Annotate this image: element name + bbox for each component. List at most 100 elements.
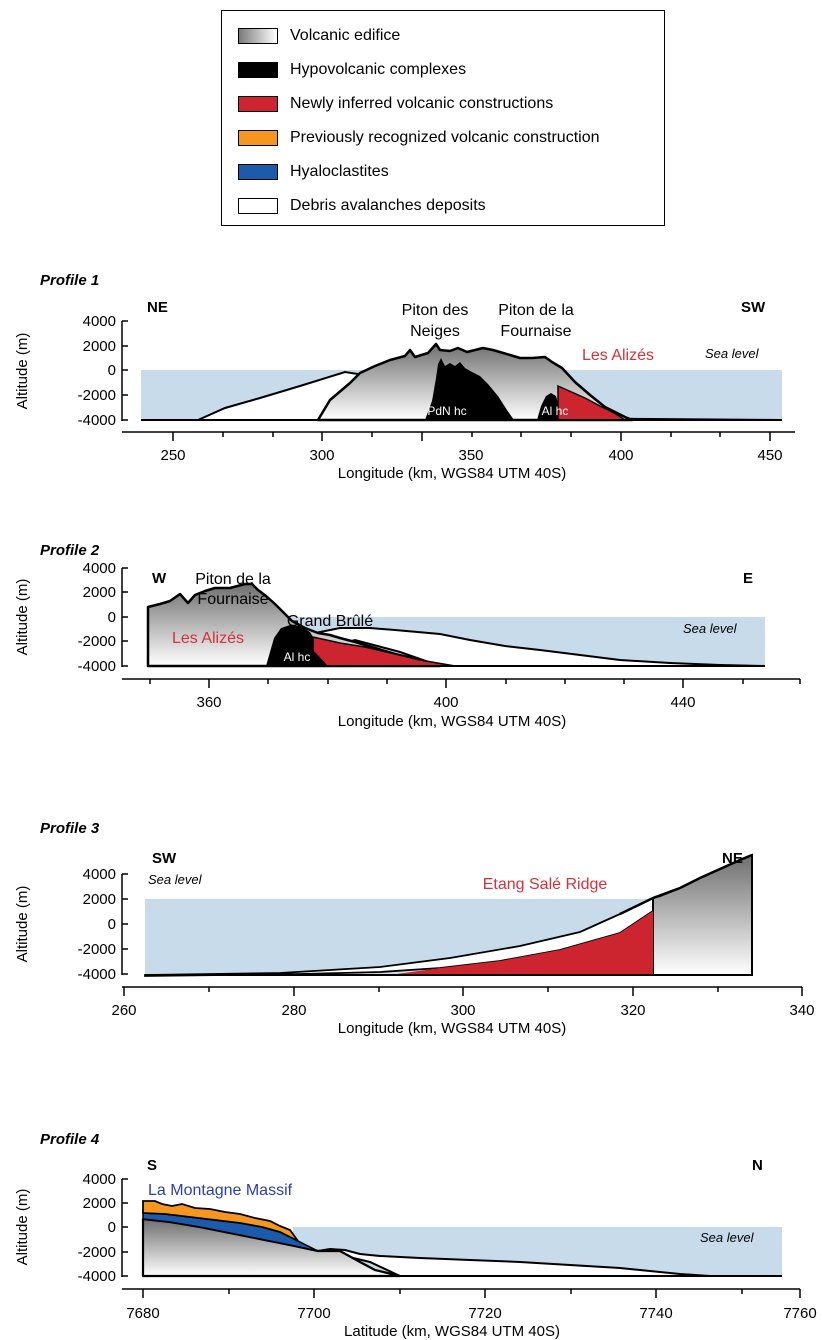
x-tick: 7720: [468, 1305, 501, 1322]
profile-title: Profile 4: [40, 1131, 100, 1148]
profile-4: Profile 4 La Montagne Massif Sea level S…: [14, 1131, 817, 1340]
y-tick: -2000: [78, 633, 116, 650]
y-tick-labels: 4000 2000 0 -2000 -4000: [78, 313, 128, 429]
x-tick: 450: [757, 447, 782, 464]
y-tick: 0: [108, 1219, 116, 1236]
legend-label: Hypovolcanic complexes: [290, 61, 467, 78]
y-tick: 4000: [83, 560, 116, 577]
new-constructions-swatch: [238, 96, 278, 112]
etang-sale-ridge: [390, 911, 653, 975]
x-tick: 400: [608, 447, 633, 464]
legend: Volcanic edifice Hypovolcanic complexes …: [221, 10, 665, 226]
y-tick: -4000: [78, 412, 116, 429]
legend-label: Hyaloclastites: [290, 163, 389, 180]
direction-right: E: [743, 570, 753, 587]
profile-2: Profile 2 Al hc Piton de la Fournaise Gr…: [14, 542, 801, 730]
legend-label: Volcanic edifice: [290, 27, 401, 44]
volcanic-edifice: [146, 582, 442, 668]
y-tick: -4000: [78, 966, 116, 983]
y-tick: 0: [108, 362, 116, 379]
x-ticks: [172, 432, 771, 441]
x-tick: 340: [789, 1002, 814, 1019]
piton-des-neiges-line2: Neiges: [410, 323, 460, 340]
x-axis-label: Longitude (km, WGS84 UTM 40S): [338, 1020, 566, 1037]
debris-deposit: [317, 1247, 782, 1277]
x-tick: 400: [433, 694, 458, 711]
x-tick-labels: 7680 7700 7720 7740 7760: [126, 1305, 816, 1322]
profile-title: Profile 3: [40, 820, 100, 837]
legend-label: Previously recognized volcanic construct…: [290, 129, 600, 146]
previous-construction-swatch: [238, 130, 278, 146]
sea-level-label: Sea level: [683, 621, 738, 636]
les-alizes-label: Les Alizés: [582, 347, 654, 364]
direction-left: W: [152, 570, 167, 587]
x-tick: 7680: [126, 1305, 159, 1322]
y-tick: 2000: [83, 338, 116, 355]
y-tick: -4000: [78, 1268, 116, 1285]
edifice-outline: [619, 853, 753, 916]
direction-right: N: [752, 1157, 763, 1174]
y-tick: 2000: [83, 584, 116, 601]
y-tick: 2000: [83, 1195, 116, 1212]
direction-left: SW: [152, 850, 177, 867]
sea-level-label: Sea level: [700, 1230, 755, 1245]
grand-brule-label: Grand Brûlé: [287, 613, 373, 630]
piton-fournaise-line2: Fournaise: [500, 323, 571, 340]
la-montagne-construction: [142, 1200, 299, 1242]
piton-fournaise-line1: Piton de la: [195, 571, 271, 588]
x-tick: 300: [309, 447, 334, 464]
x-tick: 320: [620, 1002, 645, 1019]
pdn-hypovolcanic-complex: [425, 358, 514, 420]
y-tick: 4000: [83, 313, 116, 330]
profile-title: Profile 1: [40, 272, 99, 289]
debris-deposit: [303, 627, 766, 667]
y-tick-labels: 4000 2000 0 -2000 -4000: [78, 866, 128, 983]
sea-level-label: Sea level: [148, 872, 203, 887]
legend-label: Debris avalanches deposits: [290, 197, 486, 214]
al-hypovolcanic-complex: [537, 393, 558, 420]
piton-fournaise-line1: Piton de la: [498, 302, 574, 319]
x-tick: 7700: [297, 1305, 330, 1322]
y-tick: 4000: [83, 1171, 116, 1188]
profile-title: Profile 2: [40, 542, 100, 559]
x-axis-label: Longitude (km, WGS84 UTM 40S): [338, 465, 566, 482]
hypovolcanic-swatch: [238, 62, 278, 78]
direction-left: S: [147, 1157, 157, 1174]
volcanic-edifice-swatch: [238, 28, 278, 44]
x-tick: 260: [111, 1002, 136, 1019]
direction-left: NE: [147, 299, 168, 316]
x-tick: 350: [458, 447, 483, 464]
x-tick: 360: [196, 694, 221, 711]
x-tick: 280: [281, 1002, 306, 1019]
y-axis-label: Altitude (m): [14, 886, 31, 963]
pdn-hc-label: PdN hc: [427, 404, 466, 418]
direction-right: NE: [722, 850, 743, 867]
direction-right: SW: [741, 299, 766, 316]
x-tick: 7740: [639, 1305, 672, 1322]
profile-3: Profile 3 Etang Salé Ridge Sea level SW …: [14, 820, 815, 1037]
x-tick: 250: [160, 447, 185, 464]
y-tick: -2000: [78, 387, 116, 404]
x-ticks: [149, 679, 801, 688]
y-tick-labels: 4000 2000 0 -2000 -4000: [78, 1171, 128, 1285]
x-tick: 7760: [783, 1305, 816, 1322]
y-tick: 4000: [83, 866, 116, 883]
x-tick-labels: 260 280 300 320 340: [111, 1002, 814, 1019]
piton-fournaise-line2: Fournaise: [197, 591, 268, 608]
al-hypovolcanic-complex: [266, 625, 328, 666]
volcanic-edifice: [652, 853, 753, 976]
x-tick-labels: 250 300 350 400 450: [160, 447, 782, 464]
x-axis-label: Longitude (km, WGS84 UTM 40S): [338, 713, 566, 730]
x-tick: 300: [450, 1002, 475, 1019]
y-tick: -2000: [78, 1244, 116, 1261]
x-ticks: [123, 987, 803, 996]
x-ticks: [142, 1289, 801, 1298]
etang-sale-label: Etang Salé Ridge: [483, 876, 608, 893]
al-hc-label: Al hc: [542, 404, 569, 418]
x-axis-label: Latitude (km, WGS84 UTM 40S): [344, 1323, 560, 1340]
piton-des-neiges-line1: Piton des: [402, 302, 469, 319]
y-axis-label: Altitude (m): [14, 579, 31, 656]
les-alizes-label: Les Alizés: [172, 630, 244, 647]
y-tick-labels: 4000 2000 0 -2000 -4000: [78, 560, 128, 675]
